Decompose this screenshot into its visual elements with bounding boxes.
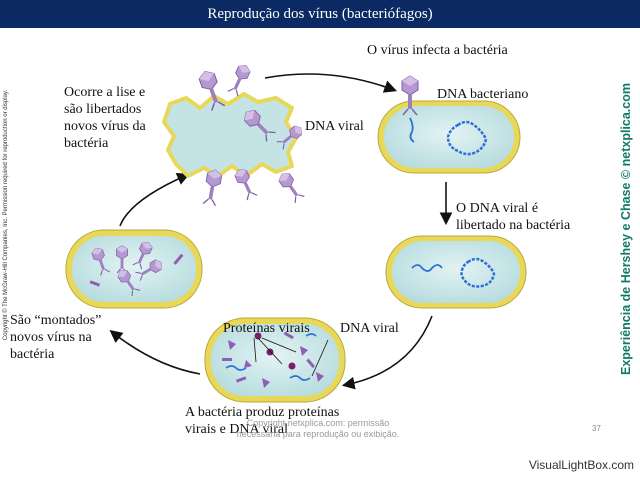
credit-vertical: Experiência de Hershey e Chase © netxpli…: [619, 83, 633, 375]
arrow-infection: [264, 73, 397, 93]
slide-title: Reprodução dos vírus (bacteriófagos): [0, 0, 640, 28]
label-infection: O vírus infecta a bactéria: [367, 43, 508, 58]
label-assembly: São “montados” novos vírus na bactéria: [10, 313, 102, 362]
label-production: A bactéria produz proteínas virais e DNA…: [185, 405, 340, 437]
label-dna-released: O DNA viral é libertado na bactéria: [456, 201, 571, 233]
arrow-production: [341, 315, 433, 390]
label-viral-dna-bottom: DNA viral: [340, 321, 399, 336]
label-viral-proteins: Proteínas virais: [223, 321, 310, 336]
arrow-lysis: [119, 172, 190, 227]
site-credit[interactable]: VisualLightBox.com: [528, 458, 634, 472]
bacterium-producing: [204, 317, 346, 403]
bacterium-assembling: [65, 229, 203, 309]
arrow-assembly: [109, 330, 201, 375]
bacterium-infected: [377, 75, 521, 174]
bacterium-dna-released: [385, 235, 527, 309]
label-lysis: Ocorre a lise e são libertados novos vír…: [64, 85, 146, 151]
page-number: 37: [592, 424, 601, 433]
watermark: Copyright netxplica.com: permissão neces…: [236, 418, 400, 439]
label-bacterial-dna: DNA bacteriano: [437, 87, 529, 102]
bacterium-lysed: [162, 62, 306, 207]
copyright-vertical: Copyright © The McGraw-Hill Companies, I…: [3, 89, 9, 341]
label-viral-dna-top: DNA viral: [305, 119, 364, 134]
